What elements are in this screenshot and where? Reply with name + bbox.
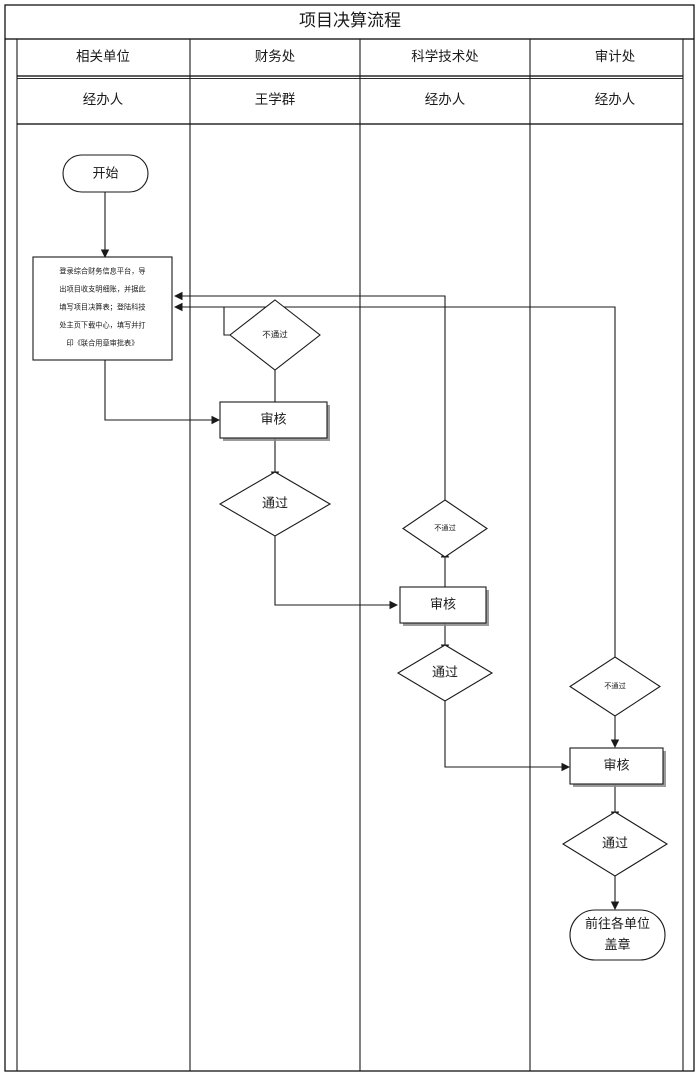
node-end-stamp[interactable]: 前往各单位 盖章 bbox=[569, 909, 666, 961]
arrow-audit-reject-to-review bbox=[610, 739, 620, 748]
node-finance-review-label: 审核 bbox=[260, 411, 286, 426]
connector-finance-reject-feedback bbox=[182, 306, 240, 336]
node-prepare-line-2: 出项目收支明细账，并据此 bbox=[59, 285, 145, 294]
connector-tech-pass-to-audit-review bbox=[444, 701, 562, 768]
node-audit-pass-decision[interactable]: 通过 bbox=[561, 811, 669, 877]
arrow-start-to-prepare bbox=[100, 249, 110, 258]
connector-tech-reject-feedback bbox=[182, 295, 446, 500]
node-start-label: 开始 bbox=[92, 165, 118, 180]
arrow-finance-pass-to-tech-review bbox=[389, 600, 398, 610]
arrow-tech-pass-to-audit-review bbox=[561, 762, 570, 772]
node-end-line-1: 前往各单位 bbox=[585, 916, 650, 931]
node-finance-review[interactable]: 审核 bbox=[219, 401, 330, 441]
arrow-audit-pass-to-end bbox=[610, 901, 620, 910]
connector-prepare-to-finance-review bbox=[104, 360, 212, 421]
column-header-science-tech: 科学技术处 bbox=[411, 49, 479, 64]
node-tech-pass-label: 通过 bbox=[432, 664, 458, 679]
node-tech-pass-decision[interactable]: 通过 bbox=[396, 644, 494, 702]
swimlane-frame bbox=[4, 4, 695, 1072]
column-header-finance: 财务处 bbox=[255, 49, 296, 64]
node-prepare-line-5: 印《联合用章审批表》 bbox=[67, 339, 139, 348]
node-audit-reject-label: 不通过 bbox=[604, 682, 626, 691]
arrow-tech-reject-feedback bbox=[174, 291, 183, 301]
node-finance-reject-decision[interactable]: 不通过 bbox=[229, 299, 321, 371]
node-finance-pass-label: 通过 bbox=[262, 495, 288, 510]
node-tech-reject-decision[interactable]: 不通过 bbox=[402, 499, 488, 558]
node-prepare-line-4: 处主页下载中心，填写并打 bbox=[59, 321, 145, 330]
column-role-audit: 经办人 bbox=[595, 92, 636, 107]
connector-finance-pass-to-tech-review bbox=[274, 536, 390, 606]
node-prepare-documents[interactable]: 登录综合财务信息平台，导 出项目收支明细账，并据此 填写项目决算表；登陆科技 处… bbox=[32, 256, 173, 361]
node-start[interactable]: 开始 bbox=[62, 154, 149, 193]
node-end-line-2: 盖章 bbox=[604, 937, 630, 952]
node-audit-review-label: 审核 bbox=[603, 757, 629, 772]
node-tech-review-label: 审核 bbox=[430, 596, 456, 611]
arrow-finance-reject-feedback bbox=[174, 302, 183, 312]
node-audit-review[interactable]: 审核 bbox=[569, 747, 666, 787]
node-tech-reject-label: 不通过 bbox=[434, 524, 456, 533]
column-role-related-unit: 经办人 bbox=[83, 92, 124, 107]
node-finance-reject-label: 不通过 bbox=[262, 329, 288, 339]
node-audit-pass-label: 通过 bbox=[602, 835, 628, 850]
column-header-audit: 审计处 bbox=[595, 49, 636, 64]
node-tech-review[interactable]: 审核 bbox=[399, 586, 489, 626]
node-finance-pass-decision[interactable]: 通过 bbox=[218, 471, 332, 537]
node-prepare-line-1: 登录综合财务信息平台，导 bbox=[59, 267, 145, 276]
connectors bbox=[100, 192, 620, 910]
page-title: 项目决算流程 bbox=[299, 11, 401, 30]
node-audit-reject-decision[interactable]: 不通过 bbox=[568, 656, 662, 717]
node-prepare-line-3: 填写项目决算表；登陆科技 bbox=[59, 303, 145, 312]
column-header-related-unit: 相关单位 bbox=[76, 49, 130, 64]
arrow-prepare-to-finance-review bbox=[211, 415, 220, 425]
column-role-finance: 王学群 bbox=[255, 92, 296, 107]
column-role-science-tech: 经办人 bbox=[425, 92, 466, 107]
connector-audit-reject-feedback bbox=[224, 306, 616, 657]
